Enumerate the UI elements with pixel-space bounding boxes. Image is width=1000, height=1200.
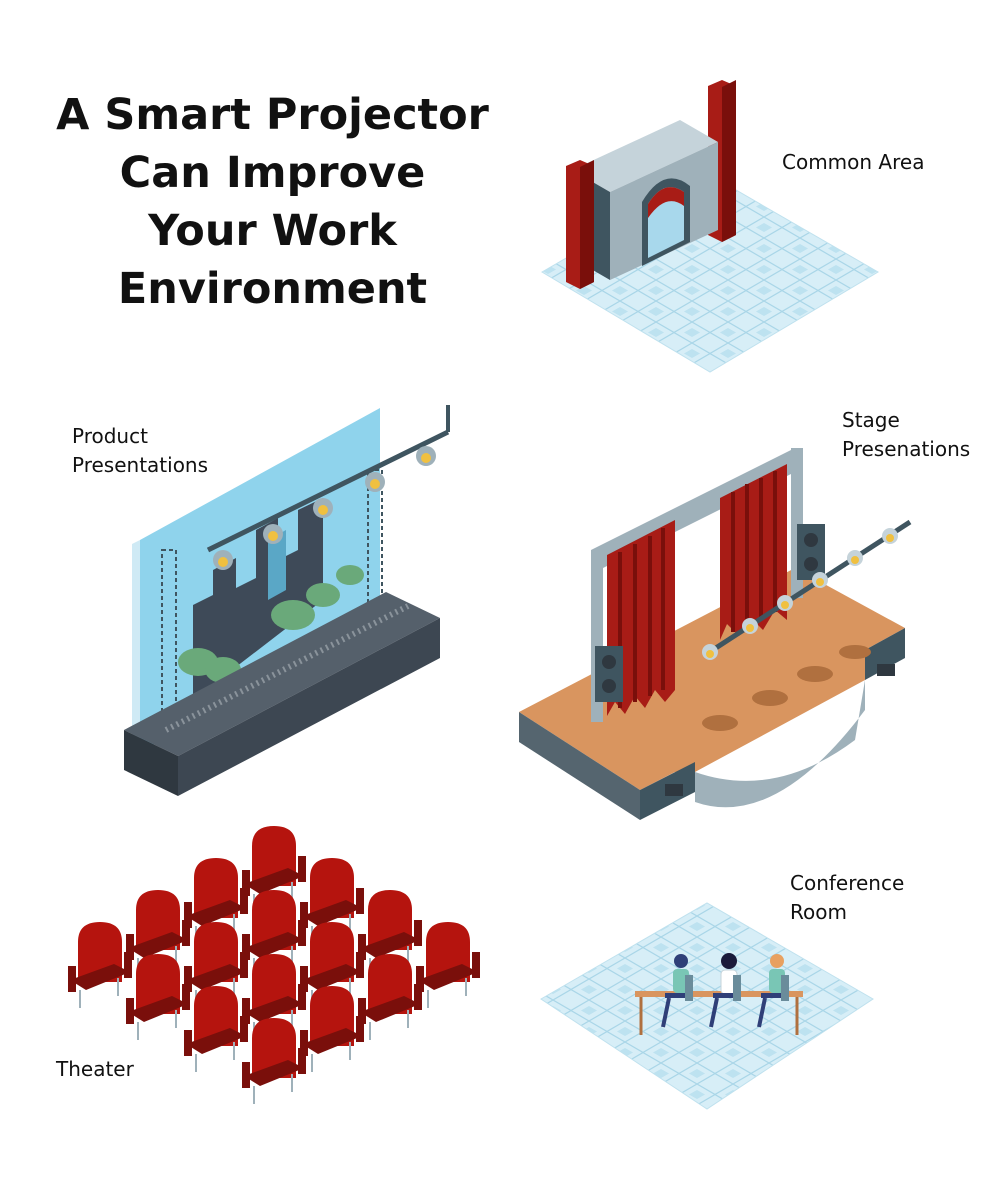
title-line-4: Environment xyxy=(117,264,428,314)
wall-top xyxy=(572,120,718,192)
floor-light-spots xyxy=(702,645,871,731)
stage-spotlights xyxy=(702,528,898,660)
stage-apron xyxy=(695,680,865,808)
meeting-person xyxy=(709,953,741,1028)
common-area-label: Common Area xyxy=(782,150,925,174)
theater-seat xyxy=(242,826,306,912)
title-line-3: Your Work xyxy=(148,206,397,256)
conference-room-label: Conference Room xyxy=(790,871,905,924)
stage-curtains xyxy=(607,464,787,716)
theater-seat xyxy=(358,890,422,976)
theater-seat xyxy=(126,890,190,976)
speaker-right xyxy=(797,524,825,580)
theater-seats-illustration xyxy=(68,826,480,1104)
lighting-bar xyxy=(206,429,450,553)
title-line-1: A Smart Projector xyxy=(56,90,489,140)
city-skyline xyxy=(193,498,323,700)
theater-label: Theater xyxy=(56,1057,134,1081)
speaker-left xyxy=(595,646,623,702)
theater-seat xyxy=(126,954,190,1040)
stage-presentations-label: Stage Presenations xyxy=(842,408,971,461)
theater-seat xyxy=(358,954,422,1040)
arch-curtain xyxy=(648,187,684,218)
theater-seat xyxy=(184,922,248,1008)
stage-presentations-illustration xyxy=(519,448,912,820)
product-presentations-label: Product Presentations xyxy=(72,424,209,477)
theater-seat xyxy=(242,1018,306,1104)
conference-room-illustration xyxy=(540,902,874,1110)
theater-seat xyxy=(184,986,248,1072)
theater-seat xyxy=(416,922,480,1008)
page-title: A Smart Projector Can Improve Your Work … xyxy=(40,86,505,318)
meeting-person xyxy=(661,954,693,1028)
stage-lights xyxy=(213,446,436,570)
common-area-illustration xyxy=(541,80,879,373)
product-presentations-illustration xyxy=(124,405,450,796)
theater-seat xyxy=(68,922,132,1008)
platform-front xyxy=(178,618,440,796)
title-line-2: Can Improve xyxy=(119,148,426,198)
stage-light-bar xyxy=(703,519,912,658)
meeting-person xyxy=(757,954,789,1028)
stage-floor xyxy=(519,568,905,790)
conference-floor xyxy=(540,902,874,1110)
theater-seat xyxy=(300,986,364,1072)
